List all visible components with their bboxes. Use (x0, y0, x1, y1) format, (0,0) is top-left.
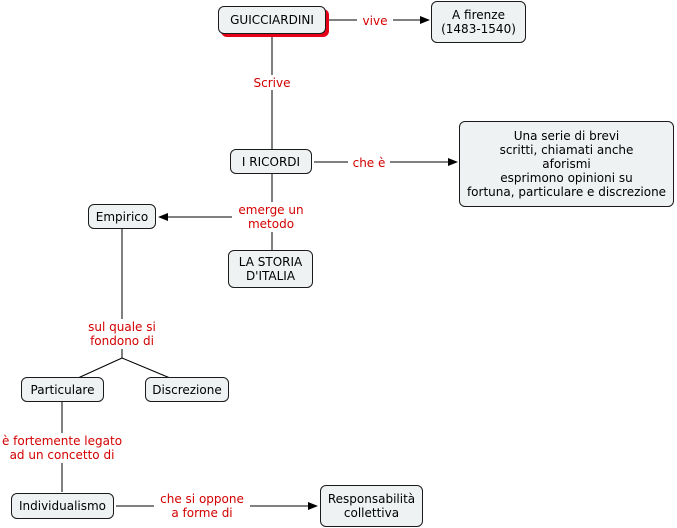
node-firenze[interactable]: A firenze (1483-1540) (431, 1, 526, 43)
node-i-ricordi[interactable]: I RICORDI (230, 149, 312, 174)
node-individualismo[interactable]: Individualismo (11, 493, 114, 519)
link-label-sul-quale: sul quale si fondono di (80, 319, 164, 349)
node-aforismi[interactable]: Una serie di brevi scritti, chiamati anc… (459, 121, 674, 207)
connector-to-discrezione (121, 357, 171, 379)
node-empirico[interactable]: Empirico (88, 204, 156, 229)
connector-to-particulare (77, 357, 123, 379)
node-storia-italia[interactable]: LA STORIA D'ITALIA (228, 250, 313, 288)
link-label-scrive: Scrive (248, 75, 296, 90)
node-guicciardini[interactable]: GUICCIARDINI (218, 6, 326, 34)
link-label-legato: è fortemente legato ad un concetto di (0, 433, 124, 463)
node-responsabilita[interactable]: Responsabilità collettiva (320, 485, 423, 527)
link-label-che-e: che è (348, 155, 390, 170)
link-label-oppone: che si oppone a forme di (154, 491, 250, 521)
node-particulare[interactable]: Particulare (21, 377, 104, 402)
link-label-emerge: emerge un metodo (232, 202, 310, 232)
link-label-vive: vive (357, 13, 393, 28)
node-discrezione[interactable]: Discrezione (145, 377, 229, 402)
